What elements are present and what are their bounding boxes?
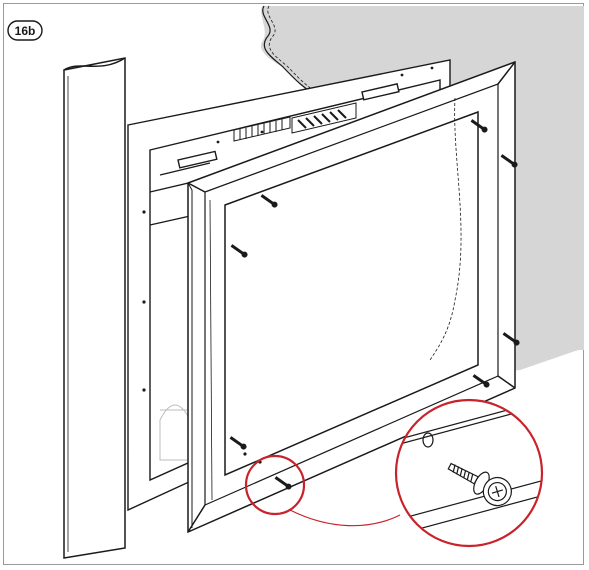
screw-icon — [230, 244, 248, 258]
screw-icon — [472, 374, 490, 388]
screw-icon — [500, 154, 518, 168]
wall-torn-edge — [262, 5, 321, 99]
step-badge-label: 16b — [15, 24, 36, 38]
wall-dashed-edge — [267, 5, 326, 99]
highlight-circle — [244, 454, 306, 516]
step-badge: 16b — [7, 20, 43, 41]
side-pillar — [63, 57, 126, 559]
detail-magnifier-circle — [394, 398, 544, 548]
cabinet-grille — [233, 102, 357, 142]
screw-icon — [470, 119, 488, 133]
screw-icon — [229, 436, 247, 450]
screw-icon — [260, 194, 278, 208]
frame-holes — [142, 66, 434, 392]
screw-icon — [502, 332, 520, 346]
screw-icon — [447, 462, 512, 507]
cover-screws — [229, 119, 520, 490]
callout-connector — [289, 509, 401, 527]
screw-icon — [274, 476, 292, 490]
wall-dashed-line — [429, 97, 462, 361]
